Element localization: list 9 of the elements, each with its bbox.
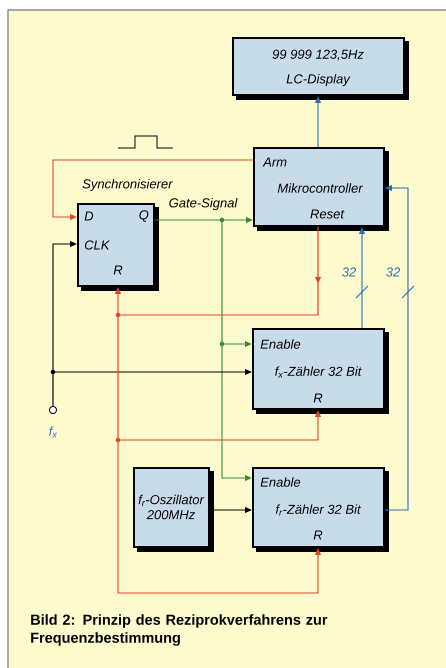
oscillator-box: f$_{r}$-Oszillator 200MHz [133, 467, 214, 552]
edge-label: Gate-Signal [168, 196, 238, 212]
caption: Bild 2: Prinzip des Reziprokverfahrens zur Frequenzbestimmung [31, 614, 328, 646]
node-label: Synchronisierer [82, 178, 173, 192]
counter-box: Enable f$_{r}$-Zähler 32 Bit R [252, 467, 389, 552]
display-box: 99 999 123,5Hz LC-Display [232, 37, 409, 100]
microcontroller-box: Arm Mikrocontroller Reset [253, 147, 389, 231]
counter-box: Enable f$_{x}$-Zähler 32 Bit R [252, 328, 389, 414]
terminal-label: f$_{x}$ [49, 426, 58, 438]
